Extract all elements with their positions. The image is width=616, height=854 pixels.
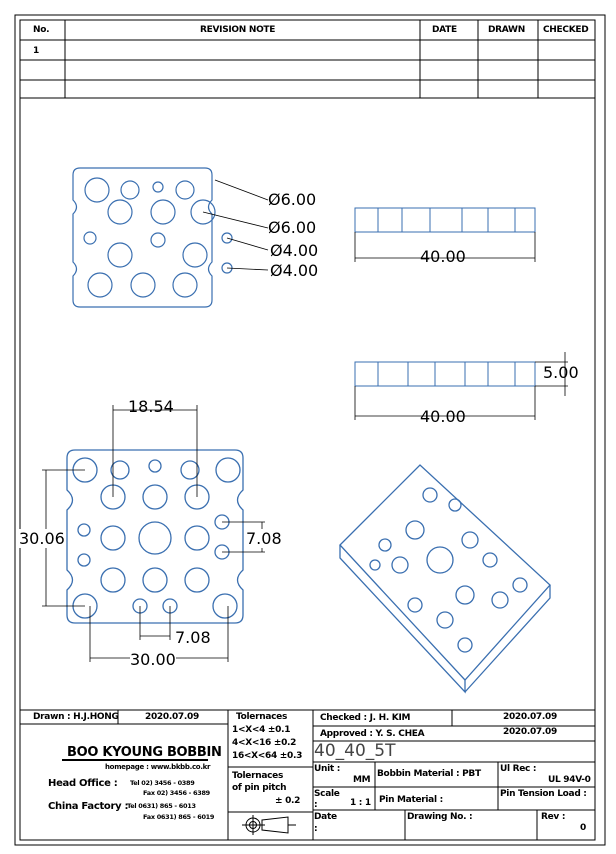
dim-bottom-pitch-bottom: 7.08 bbox=[175, 628, 211, 647]
drawn-by: Drawn : H.J.HONG bbox=[33, 712, 119, 722]
head-office-fax: Fax 02) 3456 - 6389 bbox=[143, 789, 210, 797]
approved-by: Approved : Y. S. CHEA bbox=[320, 729, 425, 739]
drawing-number: Drawing No. : bbox=[407, 812, 473, 822]
approved-date: 2020.07.09 bbox=[503, 727, 557, 737]
pin-pitch-value: ± 0.2 bbox=[275, 796, 301, 806]
checked-by: Checked : J. H. KIM bbox=[320, 713, 411, 723]
isometric-view-part bbox=[339, 464, 551, 694]
dim-side-width-2: 40.00 bbox=[420, 407, 466, 426]
ul-rec-value: UL 94V-0 bbox=[548, 775, 591, 785]
col-header-drawn: DRAWN bbox=[488, 25, 525, 35]
dim-bottom-pitch-right: 7.08 bbox=[246, 529, 282, 548]
dim-bottom-height: 30.06 bbox=[19, 529, 65, 548]
dim-bottom-pitch-top: 18.54 bbox=[128, 397, 174, 416]
side-view-2 bbox=[354, 361, 536, 387]
bobbin-material: Bobbin Material : PBT bbox=[377, 769, 481, 779]
col-header-checked: CHECKED bbox=[543, 25, 589, 35]
top-view-part bbox=[72, 167, 233, 308]
sheet-frame bbox=[14, 14, 606, 846]
date-colon: : bbox=[314, 824, 318, 834]
china-factory-label: China Factory : bbox=[48, 801, 129, 812]
head-office-tel: Tel 02) 3456 - 0389 bbox=[130, 779, 195, 787]
col-header-no: No. bbox=[33, 25, 50, 35]
tolerance-row-1: 1<X<4 ±0.1 bbox=[232, 725, 291, 735]
pin-material: Pin Material : bbox=[379, 795, 443, 805]
dim-top-d4: Ø4.00 bbox=[270, 261, 319, 280]
tolerances-title: Tolernaces bbox=[236, 712, 288, 722]
scale-value: 1 : 1 bbox=[350, 798, 371, 808]
unit-value: MM bbox=[353, 775, 371, 785]
dim-bottom-width: 30.00 bbox=[130, 650, 176, 669]
scale-label: Scale bbox=[314, 789, 340, 799]
dim-top-d2: Ø6.00 bbox=[268, 218, 317, 237]
bottom-view-part bbox=[66, 449, 244, 624]
pin-tension-load: Pin Tension Load : bbox=[500, 789, 587, 799]
dim-top-d1: Ø6.00 bbox=[268, 190, 317, 209]
pin-pitch-title-2: of pin pitch bbox=[232, 783, 287, 793]
rev-label: Rev : bbox=[541, 812, 566, 822]
drawn-date: 2020.07.09 bbox=[145, 712, 199, 722]
col-header-revision-note: REVISION NOTE bbox=[200, 25, 276, 35]
scale-colon: : bbox=[314, 800, 318, 810]
china-factory-fax: Fax 0631) 865 - 6019 bbox=[143, 813, 215, 821]
tolerance-row-2: 4<X<16 ±0.2 bbox=[232, 738, 297, 748]
revision-row-no: 1 bbox=[33, 46, 39, 56]
unit-label: Unit : bbox=[314, 764, 341, 774]
ul-rec-label: Ul Rec : bbox=[500, 764, 537, 774]
dim-side-width-1: 40.00 bbox=[420, 247, 466, 266]
dim-top-d3: Ø4.00 bbox=[270, 241, 319, 260]
col-header-date: DATE bbox=[432, 25, 457, 35]
dim-side-height: 5.00 bbox=[543, 363, 579, 382]
tolerance-row-3: 16<X<64 ±0.3 bbox=[232, 751, 303, 761]
pin-pitch-title-1: Tolernaces bbox=[232, 771, 284, 781]
side-view-1 bbox=[354, 207, 536, 233]
rev-value: 0 bbox=[580, 823, 586, 833]
part-name: 40_40_5T bbox=[314, 741, 396, 761]
checked-date: 2020.07.09 bbox=[503, 712, 557, 722]
china-factory-tel: Tel 0631) 865 - 6013 bbox=[127, 802, 196, 810]
projection-symbol-icon bbox=[242, 815, 296, 835]
company-homepage: homepage : www.bkbb.co.kr bbox=[105, 763, 211, 771]
head-office-label: Head Office : bbox=[48, 778, 118, 789]
top-view-leaders bbox=[202, 179, 269, 271]
date-label: Date bbox=[314, 812, 337, 822]
company-name: BOO KYOUNG BOBBIN bbox=[67, 745, 222, 760]
bottom-dim-lines bbox=[42, 405, 265, 662]
side-dim-lines bbox=[354, 232, 568, 420]
